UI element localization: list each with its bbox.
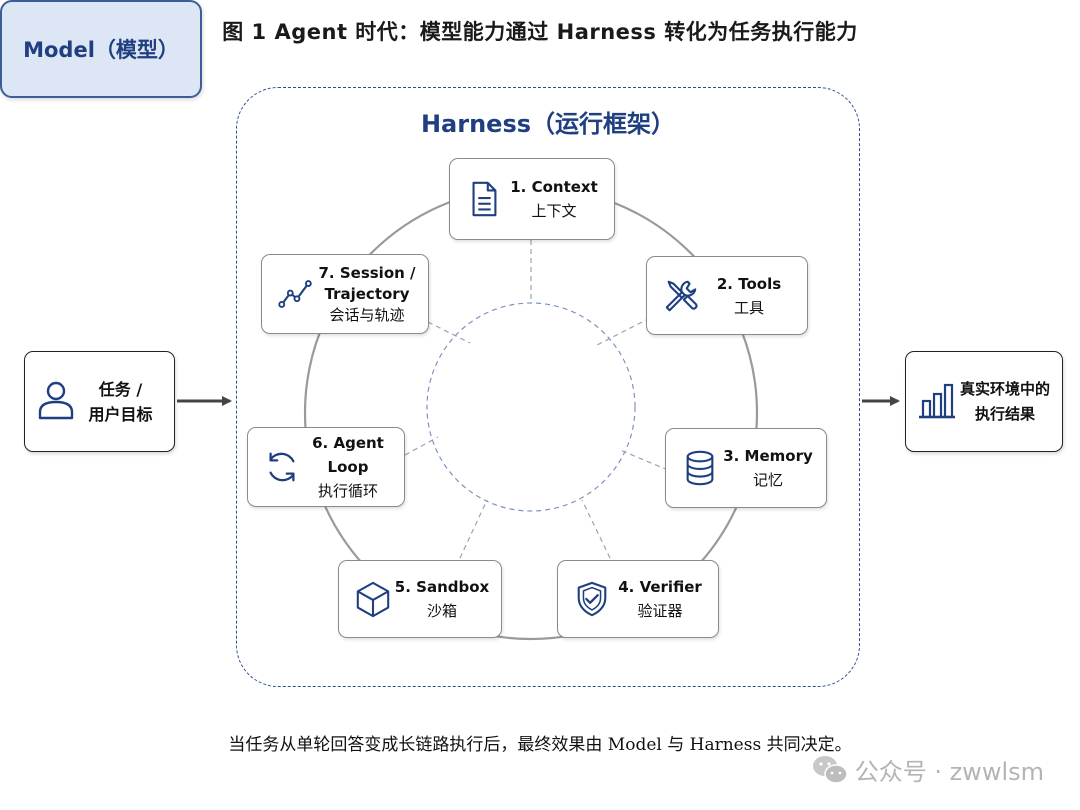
- model-box: Model（模型）: [0, 0, 202, 98]
- component-title-line2: Trajectory: [324, 284, 410, 303]
- component-subtitle: 沙箱: [426, 602, 457, 620]
- component-title: 3. Memory: [723, 447, 813, 465]
- component-title: 2. Tools: [716, 274, 782, 293]
- output-line-2: 执行结果: [974, 404, 1035, 423]
- component-subtitle: 会话与轨迹: [329, 305, 405, 324]
- watermark: 公众号 · zwwlsm: [811, 752, 1044, 787]
- component-memory: 3. Memory 记忆: [665, 428, 827, 508]
- component-title: 5. Sandbox: [394, 578, 490, 596]
- harness-frame: [236, 87, 860, 687]
- component-subtitle: 验证器: [637, 602, 683, 620]
- tools-icon: [661, 276, 701, 316]
- inner-dashed-ring: [426, 302, 636, 512]
- harness-title: Harness（运行框架）: [420, 110, 676, 138]
- trajectory-line-icon: [276, 274, 316, 314]
- user-icon: [35, 379, 77, 425]
- component-sandbox: 5. Sandbox 沙箱: [338, 560, 502, 638]
- component-tools: 2. Tools 工具: [646, 256, 808, 335]
- component-subtitle: 记忆: [752, 471, 783, 489]
- component-title: 7. Session /: [318, 263, 416, 282]
- component-agent-loop: 6. Agent Loop 执行循环: [247, 427, 405, 507]
- shield-check-icon: [572, 579, 612, 619]
- spokes: [404, 240, 669, 559]
- input-task-box: 任务 / 用户目标: [24, 351, 175, 452]
- database-icon: [680, 448, 720, 488]
- cube-icon: [353, 579, 393, 619]
- loop-arrows-icon: [262, 447, 302, 487]
- wechat-icon: [812, 755, 848, 784]
- component-subtitle: 工具: [733, 298, 764, 317]
- output-line-1: 真实环境中的: [959, 379, 1050, 398]
- component-title: 6. Agent Loop: [312, 434, 384, 476]
- component-session-trajectory: 7. Session / Trajectory 会话与轨迹: [261, 254, 429, 334]
- component-subtitle: 执行循环: [317, 482, 378, 500]
- figure-caption: 当任务从单轮回答变成长链路执行后，最终效果由 Model 与 Harness 共…: [228, 735, 852, 755]
- component-context: 1. Context 上下文: [449, 158, 615, 240]
- component-subtitle: 上下文: [531, 202, 577, 220]
- input-line-1: 任务 /: [98, 379, 143, 399]
- watermark-text: 公众号 · zwwlsm: [854, 758, 1044, 786]
- component-title: 1. Context: [510, 178, 598, 196]
- input-line-2: 用户目标: [88, 404, 153, 424]
- figure-title: 图 1 Agent 时代：模型能力通过 Harness 转化为任务执行能力: [222, 20, 858, 44]
- component-verifier: 4. Verifier 验证器: [557, 560, 719, 638]
- bar-chart-icon: [916, 379, 958, 425]
- document-icon: [464, 179, 504, 219]
- component-title: 4. Verifier: [618, 578, 702, 596]
- output-result-box: 真实环境中的执行结果: [905, 351, 1063, 452]
